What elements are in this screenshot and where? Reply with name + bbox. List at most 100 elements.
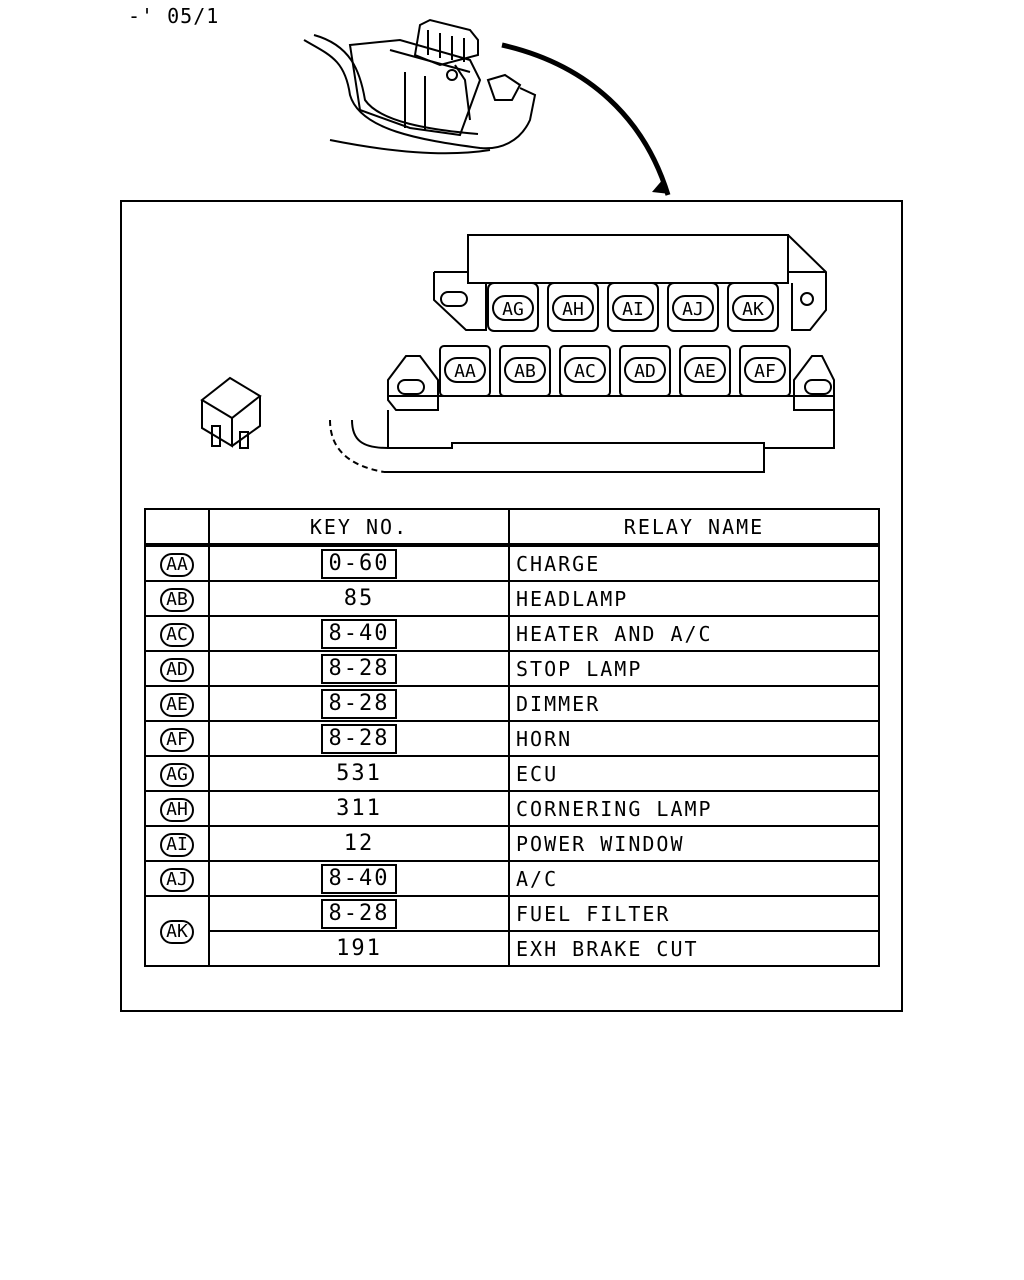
relay-table: KEY NO. RELAY NAME AA 0-60 CHARGE AB 85 HEADL…: [144, 508, 880, 967]
key-no-cell: 191: [208, 930, 510, 967]
socket-label-lower-4: AE: [684, 357, 726, 383]
socket-label-lower-2: AC: [564, 357, 606, 383]
key-no: 12: [343, 830, 375, 856]
relay-name: DIMMER: [508, 685, 880, 722]
relay-code-cell: AH: [144, 790, 210, 827]
harness-sketch: [303, 18, 537, 155]
relay-name: ECU: [508, 755, 880, 792]
key-no: 8-28: [320, 723, 398, 754]
key-no-cell: 12: [208, 825, 510, 862]
socket-code: AI: [622, 299, 644, 320]
key-no: 311: [336, 795, 382, 821]
table-header-row: KEY NO. RELAY NAME: [144, 508, 880, 547]
relay-code: AE: [160, 692, 194, 717]
relay-code-cell: AI: [144, 825, 210, 862]
header-key-no: KEY NO.: [208, 508, 510, 547]
key-no: 8-28: [320, 653, 398, 684]
diagram-frame: [120, 200, 903, 1012]
relay-code: AJ: [160, 867, 194, 892]
socket-code: AD: [634, 361, 656, 382]
table-row: AG 531 ECU: [144, 755, 880, 792]
socket-code: AB: [514, 361, 536, 382]
key-no: 8-40: [320, 863, 398, 894]
header-relay-name: RELAY NAME: [508, 508, 880, 547]
relay-code-cell: AA: [144, 544, 210, 582]
socket-code: AE: [694, 361, 716, 382]
relay-code-cell: AE: [144, 685, 210, 722]
socket-label-lower-0: AA: [444, 357, 486, 383]
page-reference: -' 05/1: [128, 4, 220, 28]
relay-code: AF: [160, 727, 194, 752]
relay-code: AI: [160, 832, 194, 857]
relay-table-body: AA 0-60 CHARGE AB 85 HEADLAMP AC 8-40 HEATER AND…: [144, 544, 880, 967]
table-row: AD 8-28 STOP LAMP: [144, 650, 880, 687]
table-row: AJ 8-40 A/C: [144, 860, 880, 897]
socket-code: AA: [454, 361, 476, 382]
relay-code: AK: [160, 920, 194, 944]
relay-cube-icon: [200, 376, 262, 449]
socket-label-lower-1: AB: [504, 357, 546, 383]
socket-label-upper-0: AG: [492, 295, 534, 321]
socket-code: AG: [502, 299, 524, 320]
key-no: 191: [336, 935, 382, 961]
relay-code: AB: [160, 587, 194, 612]
table-row: AF 8-28 HORN: [144, 720, 880, 757]
socket-code: AJ: [682, 299, 704, 320]
table-row: AE 8-28 DIMMER: [144, 685, 880, 722]
relay-name: HEATER AND A/C: [508, 615, 880, 652]
socket-code: AF: [754, 361, 776, 382]
relay-code: AD: [160, 657, 194, 682]
lower-relay-row: AA AB AC AD AE AF: [439, 345, 791, 397]
table-row: 191 EXH BRAKE CUT: [145, 930, 880, 967]
key-no: 8-40: [320, 618, 398, 649]
relay-name: A/C: [508, 860, 880, 897]
relay-name: CHARGE: [508, 544, 880, 582]
relay-code-cell: AG: [144, 755, 210, 792]
table-row: AA 0-60 CHARGE: [144, 544, 880, 582]
pointer-arrow: [501, 42, 671, 196]
header-code: [144, 508, 210, 547]
key-no-cell: 8-28: [208, 685, 510, 722]
relay-code: AG: [160, 762, 194, 787]
relay-box-drawing: [329, 234, 835, 473]
relay-code-cell: AK: [144, 895, 210, 967]
relay-code-cell: AB: [144, 580, 210, 617]
key-no: 0-60: [320, 548, 398, 579]
key-no-cell: 311: [208, 790, 510, 827]
relay-code-cell: AC: [144, 615, 210, 652]
relay-name: HORN: [508, 720, 880, 757]
socket-label-upper-2: AI: [612, 295, 654, 321]
key-no-cell: 531: [208, 755, 510, 792]
socket-code: AK: [742, 299, 764, 320]
relay-name: STOP LAMP: [508, 650, 880, 687]
relay-code-cell: AF: [144, 720, 210, 757]
key-no: 85: [343, 585, 375, 611]
key-no: 531: [336, 760, 382, 786]
key-no-cell: 8-28: [208, 650, 510, 687]
table-row: AB 85 HEADLAMP: [144, 580, 880, 617]
table-row: AC 8-40 HEATER AND A/C: [144, 615, 880, 652]
key-no-cell: 8-40: [208, 615, 510, 652]
relay-code-cell: AJ: [144, 860, 210, 897]
relay-code: AA: [160, 552, 194, 577]
socket-label-lower-3: AD: [624, 357, 666, 383]
socket-code: AC: [574, 361, 596, 382]
socket-label-upper-1: AH: [552, 295, 594, 321]
relay-name: EXH BRAKE CUT: [508, 930, 880, 967]
key-no-cell: 85: [208, 580, 510, 617]
table-row: AI 12 POWER WINDOW: [144, 825, 880, 862]
key-no: 8-28: [320, 688, 398, 719]
socket-label-upper-3: AJ: [672, 295, 714, 321]
socket-label-upper-4: AK: [732, 295, 774, 321]
relay-code-cell: AD: [144, 650, 210, 687]
key-no-cell: 8-40: [208, 860, 510, 897]
relay-name: HEADLAMP: [508, 580, 880, 617]
relay-name: POWER WINDOW: [508, 825, 880, 862]
socket-label-lower-5: AF: [744, 357, 786, 383]
socket-code: AH: [562, 299, 584, 320]
key-no-cell: 0-60: [208, 544, 510, 582]
relay-name: CORNERING LAMP: [508, 790, 880, 827]
upper-relay-row: AG AH AI AJ AK: [487, 282, 779, 332]
key-no-cell: 8-28: [208, 895, 510, 932]
